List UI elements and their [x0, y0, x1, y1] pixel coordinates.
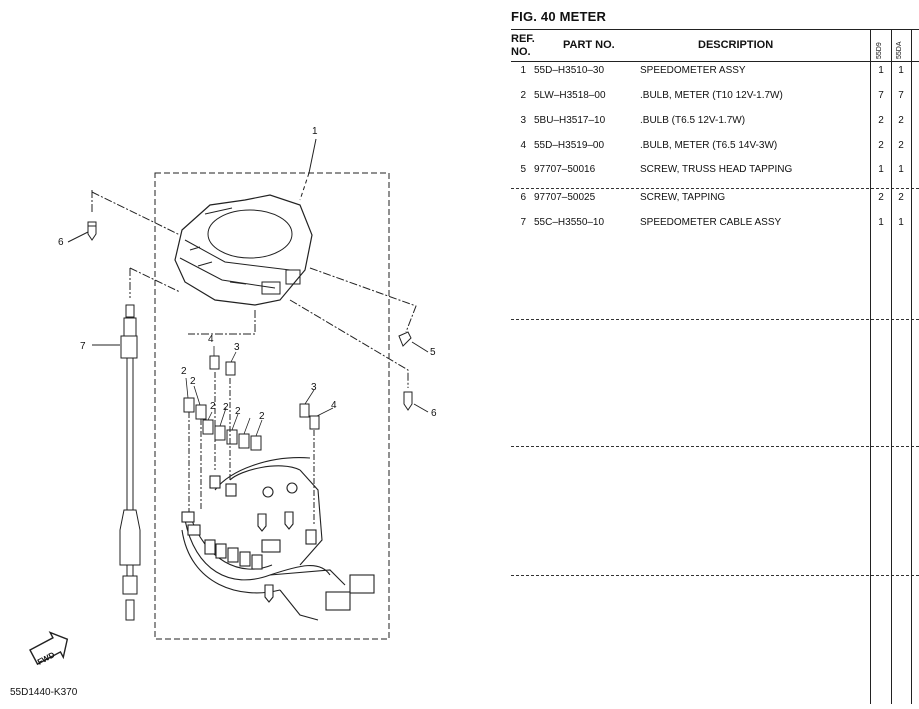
callout-3: 3 [311, 382, 317, 393]
callout-2: 2 [235, 406, 241, 417]
callout-2: 2 [190, 376, 196, 387]
qty-55da: 2 [898, 115, 904, 126]
qty-55d9: 2 [878, 115, 884, 126]
screw-6-left-shape [87, 221, 97, 241]
exploded-diagram: 1 2 2 2 2 2 2 3 3 4 4 5 6 6 7 FWD 55D144… [10, 126, 437, 698]
group-divider [511, 446, 919, 447]
column-rule [911, 29, 912, 704]
qty-55d9: 7 [878, 90, 884, 101]
table-row: 4 55D–H3519–00 .BULB, METER (T6.5 14V-3W… [511, 140, 919, 154]
table-row: 6 97707–50025 SCREW, TAPPING 2 2 [511, 192, 919, 206]
ref-no: 4 [520, 140, 526, 151]
header-ref-no: NO. [511, 46, 531, 58]
description: .BULB, METER (T10 12V-1.7W) [640, 90, 783, 101]
callout-2: 2 [210, 401, 216, 412]
column-rule [891, 29, 892, 704]
screw-6-right-shape [403, 391, 413, 411]
callout-1: 1 [312, 126, 318, 137]
callout-2: 2 [181, 366, 187, 377]
table-row: 7 55C–H3550–10 SPEEDOMETER CABLE ASSY 1 … [511, 217, 919, 231]
header-description: DESCRIPTION [698, 39, 774, 51]
part-number: 55C–H3550–10 [534, 217, 605, 228]
callout-4: 4 [331, 400, 337, 411]
part-number: 55D–H3510–30 [534, 65, 605, 76]
parts-table: REF. NO. PART NO. DESCRIPTION 55D9 55DA … [511, 29, 919, 704]
figure-title: FIG. 40 METER [511, 9, 606, 24]
group-divider [511, 575, 919, 576]
callout-5: 5 [430, 347, 436, 358]
speedometer-cable-shape [119, 304, 141, 621]
table-row: 3 5BU–H3517–10 .BULB (T6.5 12V-1.7W) 2 2 [511, 115, 919, 129]
callout-7: 7 [80, 341, 86, 352]
ref-no: 5 [520, 164, 526, 175]
description: SPEEDOMETER ASSY [640, 65, 746, 76]
drawing-code: 55D1440-K370 [10, 687, 78, 698]
ref-no: 7 [520, 217, 526, 228]
ref-no: 2 [520, 90, 526, 101]
callout-4: 4 [208, 334, 214, 345]
column-rule [870, 29, 871, 704]
header-ref: REF. [511, 33, 535, 45]
qty-55d9: 1 [878, 217, 884, 228]
qty-55da: 1 [898, 217, 904, 228]
fwd-arrow-icon [29, 631, 69, 666]
figure-number: 40 [540, 9, 556, 24]
group-divider [511, 319, 919, 320]
header-rule [511, 61, 919, 62]
qty-55da: 2 [898, 192, 904, 203]
ref-no: 3 [520, 115, 526, 126]
ref-no: 1 [520, 65, 526, 76]
assembly-outline [154, 172, 390, 640]
bulb-group-shape [183, 355, 320, 451]
table-row: 5 97707–50016 SCREW, TRUSS HEAD TAPPING … [511, 164, 919, 178]
qty-55d9: 2 [878, 140, 884, 151]
description: SPEEDOMETER CABLE ASSY [640, 217, 782, 228]
qty-55d9: 1 [878, 164, 884, 175]
part-number: 55D–H3519–00 [534, 140, 605, 151]
screw-5-shape [398, 331, 412, 347]
table-row: 1 55D–H3510–30 SPEEDOMETER ASSY 1 1 [511, 65, 919, 79]
part-number: 97707–50016 [534, 164, 596, 175]
table-row: 2 5LW–H3518–00 .BULB, METER (T10 12V-1.7… [511, 90, 919, 104]
description: SCREW, TAPPING [640, 192, 726, 203]
part-number: 5LW–H3518–00 [534, 90, 606, 101]
figure-label: FIG. [511, 9, 538, 24]
qty-55d9: 2 [878, 192, 884, 203]
group-divider [511, 188, 919, 189]
callout-3: 3 [234, 342, 240, 353]
qty-55da: 1 [898, 65, 904, 76]
callout-2: 2 [259, 411, 265, 422]
header-part-no: PART NO. [563, 39, 615, 51]
description: .BULB, METER (T6.5 14V-3W) [640, 140, 778, 151]
callout-6: 6 [58, 237, 64, 248]
figure-name: METER [559, 9, 607, 24]
model-column-55da: 55DA [896, 41, 903, 59]
speedometer-housing-shape [174, 194, 313, 306]
callout-2: 2 [223, 402, 229, 413]
description: SCREW, TRUSS HEAD TAPPING [640, 164, 793, 175]
qty-55d9: 1 [878, 65, 884, 76]
model-column-55d9: 55D9 [876, 42, 883, 59]
callout-6: 6 [431, 408, 437, 419]
qty-55da: 7 [898, 90, 904, 101]
table-top-rule [511, 29, 919, 30]
meter-drawing [29, 138, 429, 666]
wiring-harness-shape [181, 457, 375, 621]
description: .BULB (T6.5 12V-1.7W) [640, 115, 746, 126]
qty-55da: 1 [898, 164, 904, 175]
ref-no: 6 [520, 192, 526, 203]
part-number: 5BU–H3517–10 [534, 115, 606, 126]
qty-55da: 2 [898, 140, 904, 151]
part-number: 97707–50025 [534, 192, 596, 203]
